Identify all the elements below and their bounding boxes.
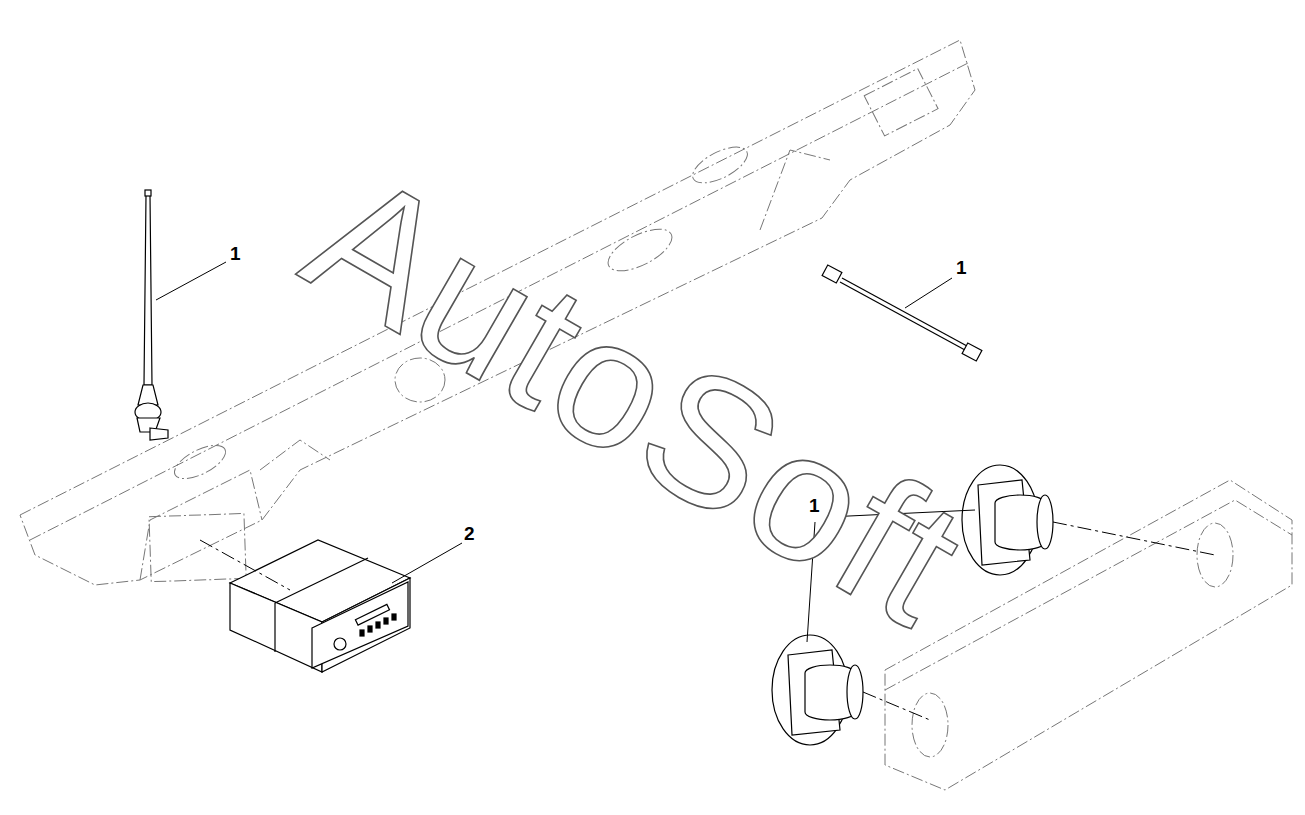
assembly-line	[200, 522, 1215, 720]
callout-number: 2	[464, 524, 475, 543]
callout-number: 1	[230, 244, 241, 263]
antenna	[135, 190, 168, 440]
radio-unit	[230, 540, 410, 672]
cable-harness	[822, 265, 982, 361]
callout-number: 1	[956, 258, 967, 277]
